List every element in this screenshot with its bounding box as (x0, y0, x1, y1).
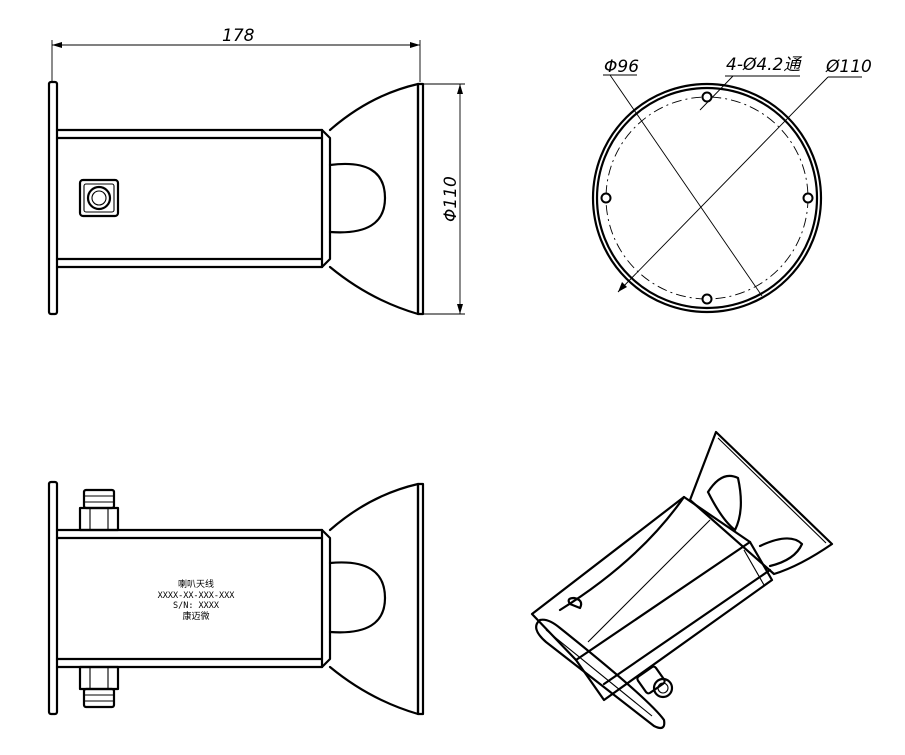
dim-length: 178 (222, 26, 255, 46)
label-line3: S/N: XXXX (173, 601, 220, 611)
label-line2: XXXX-XX-XXX-XXX (158, 591, 236, 601)
dim-inner-circle: Φ96 (604, 57, 639, 77)
dim-outer-circle: Ø110 (825, 57, 872, 77)
dim-diameter-side: Φ110 (441, 176, 461, 222)
label-line4: 康迈微 (182, 610, 209, 622)
isometric-view (530, 430, 834, 730)
dim-holes: 4-Ø4.2通 (726, 55, 802, 75)
connector-top (78, 488, 120, 532)
side-view: 178 Φ110 (47, 26, 465, 316)
connector-bottom (78, 665, 120, 709)
top-view: 喇叭天线 XXXX-XX-XXX-XXX S/N: XXXX 康迈微 (47, 480, 425, 716)
front-view: Φ96 4-Ø4.2通 Ø110 (591, 55, 872, 314)
label-line1: 喇叭天线 (178, 578, 214, 590)
